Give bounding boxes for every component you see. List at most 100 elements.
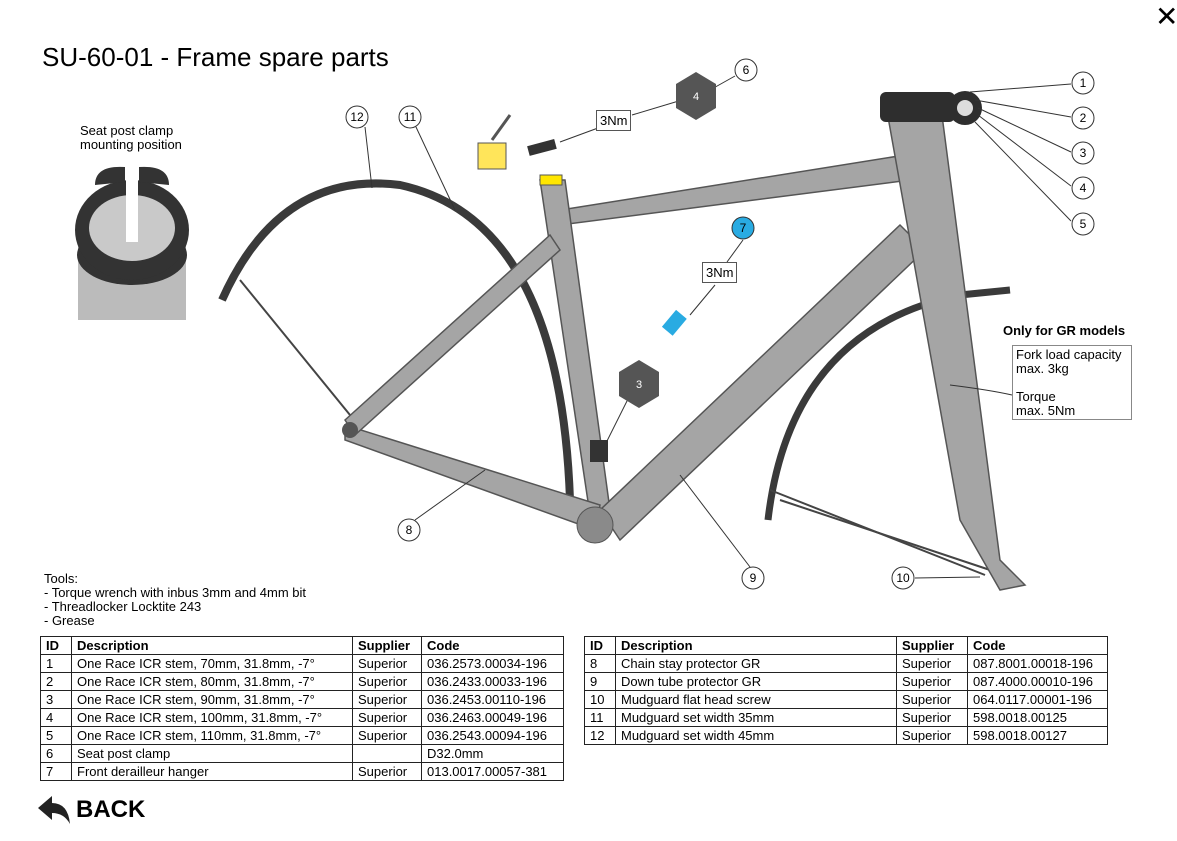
gr-note-box: Fork load capacity max. 3kg Torque max. … bbox=[1012, 345, 1132, 420]
cell-supplier: Superior bbox=[896, 672, 968, 691]
cell-supplier: Superior bbox=[352, 690, 422, 709]
col-description: Description bbox=[615, 636, 897, 655]
torque-label: 3Nm bbox=[596, 110, 632, 131]
tool-item: - Torque wrench with inbus 3mm and 4mm b… bbox=[44, 585, 307, 600]
cell-code: 036.2433.00033-196 bbox=[421, 672, 564, 691]
cell-supplier: Superior bbox=[352, 726, 422, 745]
cell-id: 12 bbox=[584, 726, 616, 745]
head-tube bbox=[884, 99, 1027, 591]
callout-8: 8 bbox=[406, 523, 413, 537]
hex-label: 4 bbox=[693, 91, 699, 103]
rear-mudguard bbox=[218, 179, 574, 501]
callout-12: 12 bbox=[350, 110, 364, 124]
col-supplier: Supplier bbox=[352, 636, 422, 655]
cell-code: 087.8001.00018-196 bbox=[967, 654, 1108, 673]
frame-diagram: 4 3 1 2 3 4 5 6 7 8 9 10 11 12 bbox=[75, 58, 1095, 591]
cell-code: 598.0018.00127 bbox=[967, 726, 1108, 745]
cell-id: 8 bbox=[584, 654, 616, 673]
cell-id: 2 bbox=[40, 672, 72, 691]
hex-label: 3 bbox=[636, 379, 642, 391]
cell-code: 036.2543.00094-196 bbox=[421, 726, 564, 745]
gr-note-line: Fork load capacity bbox=[1016, 347, 1122, 362]
back-arrow-icon bbox=[38, 796, 70, 824]
col-supplier: Supplier bbox=[896, 636, 968, 655]
close-icon[interactable]: ✕ bbox=[1155, 1, 1177, 32]
cell-supplier: Superior bbox=[896, 690, 968, 709]
clamp-label-line: mounting position bbox=[80, 137, 182, 152]
cell-id: 9 bbox=[584, 672, 616, 691]
cell-supplier: Superior bbox=[896, 726, 968, 745]
callout-7: 7 bbox=[740, 221, 747, 235]
chain-stay bbox=[344, 423, 601, 532]
cell-supplier: Superior bbox=[896, 708, 968, 727]
hex-3mm-icon bbox=[619, 360, 659, 408]
cell-description: Mudguard set width 45mm bbox=[615, 726, 897, 745]
gr-note-line: Torque bbox=[1016, 389, 1056, 404]
cell-supplier: Superior bbox=[896, 654, 968, 673]
cell-supplier: Superior bbox=[352, 762, 422, 781]
seat-stay bbox=[344, 233, 561, 437]
cell-id: 6 bbox=[40, 744, 72, 763]
cell-description: Mudguard flat head screw bbox=[615, 690, 897, 709]
cell-code: 013.0017.00057-381 bbox=[421, 762, 564, 781]
cell-description: One Race ICR stem, 80mm, 31.8mm, -7° bbox=[71, 672, 353, 691]
cell-supplier: Superior bbox=[352, 654, 422, 673]
callout-11: 11 bbox=[404, 110, 417, 124]
back-button[interactable]: BACK bbox=[36, 794, 145, 826]
gr-note-line: max. 5Nm bbox=[1016, 403, 1076, 418]
back-label: BACK bbox=[76, 796, 146, 823]
seat-clamp-illustration bbox=[75, 166, 189, 320]
callout-2: 2 bbox=[1080, 111, 1087, 125]
cell-description: Seat post clamp bbox=[71, 744, 353, 763]
cell-code: 036.2463.00049-196 bbox=[421, 708, 564, 727]
cell-id: 5 bbox=[40, 726, 72, 745]
gr-note-line: max. 3kg bbox=[1016, 361, 1069, 376]
cell-code: 087.4000.00010-196 bbox=[967, 672, 1108, 691]
cell-code: 036.2573.00034-196 bbox=[421, 654, 564, 673]
cell-description: One Race ICR stem, 70mm, 31.8mm, -7° bbox=[71, 654, 353, 673]
clamp-label: Seat post clamp mounting position bbox=[80, 124, 182, 152]
cell-id: 1 bbox=[40, 654, 72, 673]
cell-id: 11 bbox=[584, 708, 616, 727]
cell-supplier: Superior bbox=[352, 672, 422, 691]
cell-supplier bbox=[352, 744, 422, 763]
tools-list: Tools: - Torque wrench with inbus 3mm an… bbox=[44, 572, 306, 628]
cell-description: One Race ICR stem, 100mm, 31.8mm, -7° bbox=[71, 708, 353, 727]
cell-supplier: Superior bbox=[352, 708, 422, 727]
cell-description: Chain stay protector GR bbox=[615, 654, 897, 673]
callout-1: 1 bbox=[1080, 76, 1087, 90]
cell-id: 4 bbox=[40, 708, 72, 727]
cell-description: One Race ICR stem, 110mm, 31.8mm, -7° bbox=[71, 726, 353, 745]
callout-4: 4 bbox=[1080, 181, 1087, 195]
tools-heading: Tools: bbox=[44, 571, 78, 586]
cell-code: 036.2453.00110-196 bbox=[421, 690, 564, 709]
page-title: SU-60-01 - Frame spare parts bbox=[42, 42, 389, 72]
callout-3: 3 bbox=[1080, 146, 1087, 160]
cell-id: 10 bbox=[584, 690, 616, 709]
callout-9: 9 bbox=[750, 571, 757, 585]
cell-id: 7 bbox=[40, 762, 72, 781]
cell-code: 598.0018.00125 bbox=[967, 708, 1108, 727]
cell-code: D32.0mm bbox=[421, 744, 564, 763]
gr-models-title: Only for GR models bbox=[1003, 323, 1126, 338]
cell-description: One Race ICR stem, 90mm, 31.8mm, -7° bbox=[71, 690, 353, 709]
tool-item: - Threadlocker Locktite 243 bbox=[44, 599, 202, 614]
tool-item: - Grease bbox=[44, 613, 95, 628]
top-tube bbox=[546, 154, 911, 226]
torque-label: 3Nm bbox=[702, 262, 738, 283]
cell-description: Mudguard set width 35mm bbox=[615, 708, 897, 727]
